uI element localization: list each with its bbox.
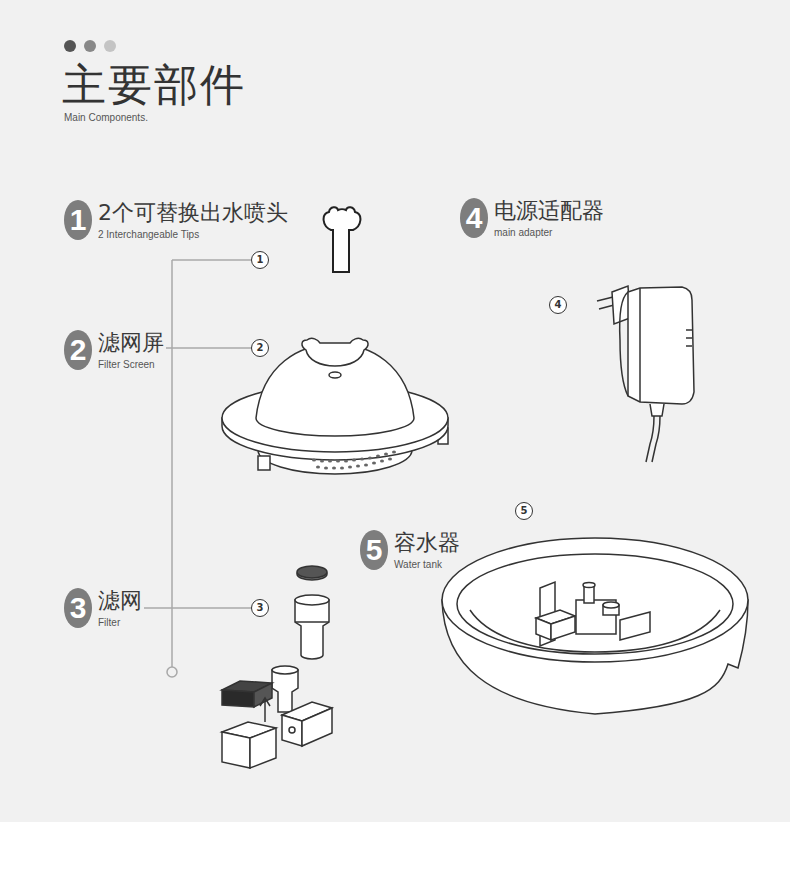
part-name-english: Water tank [394,559,460,571]
part-name: 电源适配器 [494,198,604,224]
callout-text: 3 [257,602,264,613]
heading-column: 2个可替换出水喷头 2 Interchangeable Tips [98,200,288,241]
leader-line [144,607,251,609]
tip-drawing [324,207,361,272]
number-badge: 2 [64,330,92,370]
part-name: 容水器 [394,530,460,556]
dot [104,40,116,52]
part-name-english: Filter Screen [98,359,164,371]
filter-screen-drawing [222,338,448,474]
filter-drawing [222,566,332,768]
number-badge: 3 [64,588,92,628]
heading-column: 电源适配器 main adapter [494,198,604,239]
part-name: 2个可替换出水喷头 [98,200,288,226]
bowl-drawing [442,538,748,714]
callout-text: 1 [257,254,264,265]
part-name-english: main adapter [494,227,604,239]
heading-column: 滤网 Filter [98,588,142,629]
numbered-heading: 2滤网屏 Filter Screen [64,330,164,371]
subtitle: Main Components. [64,112,148,123]
numbered-heading: 4电源适配器 main adapter [460,198,604,239]
numbered-heading: 12个可替换出水喷头 2 Interchangeable Tips [64,200,288,241]
numbered-heading: 5容水器 Water tank [360,530,460,571]
dot [64,40,76,52]
leader-line [166,347,251,349]
callout-number: 5 [515,502,533,520]
callout-number: 4 [549,296,567,314]
bottom-band [0,822,790,871]
heading-column: 容水器 Water tank [394,530,460,571]
callout-text: 4 [555,299,562,310]
callout-text: 2 [257,342,264,353]
number-badge: 1 [64,200,92,240]
part-name-english: 2 Interchangeable Tips [98,229,288,241]
numbered-heading: 3滤网 Filter [64,588,142,629]
number-badge: 4 [460,198,488,238]
adapter-drawing [597,286,694,462]
part-name: 滤网屏 [98,330,164,356]
number-badge: 5 [360,530,388,570]
title: 主要部件 [62,56,246,115]
callout-text: 5 [521,505,528,516]
dot [84,40,96,52]
heading-column: 滤网屏 Filter Screen [98,330,164,371]
part-name: 滤网 [98,588,142,614]
callout-number: 1 [251,251,269,269]
bracket [167,260,251,677]
part-name-english: Filter [98,617,142,629]
callout-number: 3 [251,599,269,617]
callout-number: 2 [251,339,269,357]
